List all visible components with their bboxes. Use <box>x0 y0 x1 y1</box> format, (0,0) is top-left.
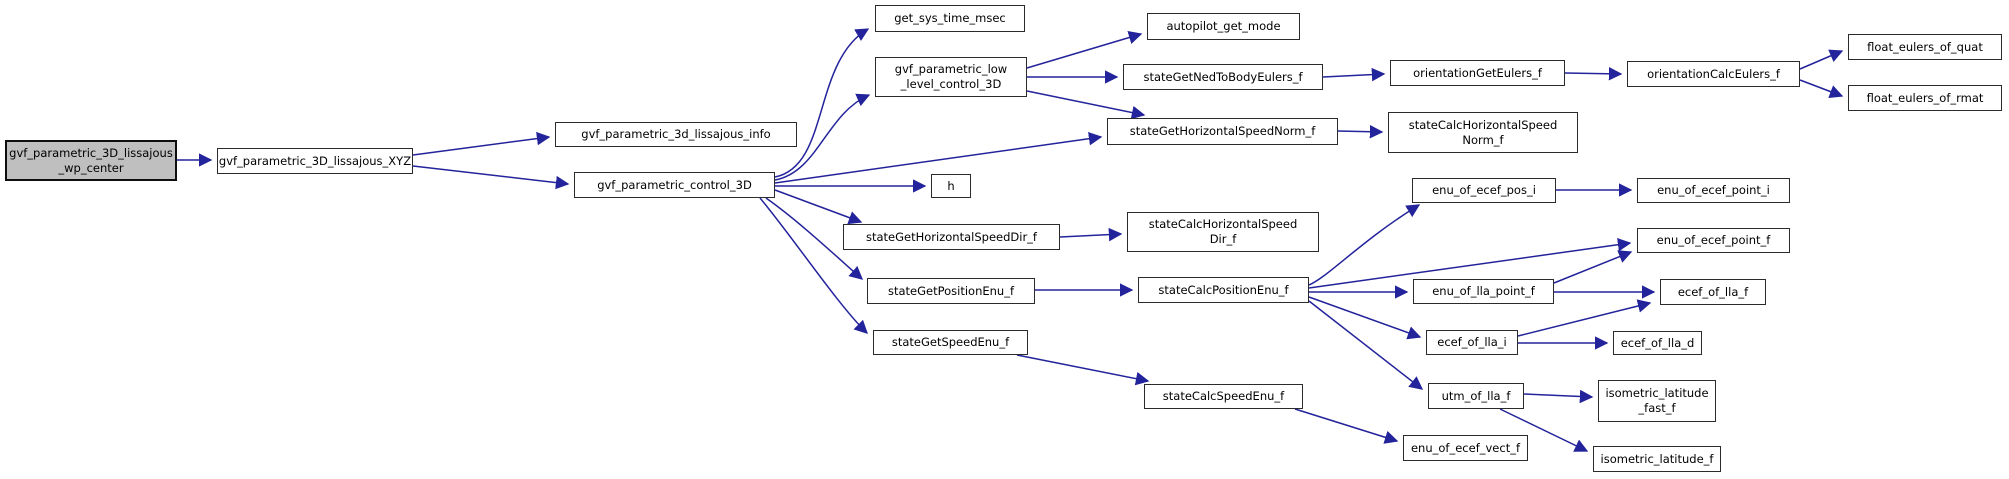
node-isometric-latitude-fast-f[interactable]: isometric_latitude _fast_f <box>1598 380 1716 422</box>
node-ecef-of-lla-d[interactable]: ecef_of_lla_d <box>1613 331 1702 355</box>
node-gvf-parametric-control-3d[interactable]: gvf_parametric_control_3D <box>574 172 775 198</box>
node-state-calc-speed-enu-f[interactable]: stateCalcSpeedEnu_f <box>1144 384 1303 409</box>
node-h[interactable]: h <box>931 174 971 198</box>
node-utm-of-lla-f[interactable]: utm_of_lla_f <box>1428 383 1524 409</box>
edge-gvf-parametric-low-level-control-3d--state-get-horizontal-speed-norm-f <box>1026 90 1146 120</box>
node-isometric-latitude-f[interactable]: isometric_latitude_f <box>1593 446 1721 472</box>
edge-gvf-parametric-control-3d--gvf-parametric-low-level-control-3d <box>774 93 871 181</box>
edge-orientation-get-eulers-f--orientation-calc-eulers-f <box>1564 67 1623 81</box>
node-enu-of-ecef-vect-f[interactable]: enu_of_ecef_vect_f <box>1403 435 1528 461</box>
edge-group <box>177 28 1844 452</box>
edge-state-calc-speed-enu-f--enu-of-ecef-vect-f <box>1294 408 1399 444</box>
edge-orientation-calc-eulers-f--float-eulers-of-rmat <box>1799 79 1844 98</box>
edge-gvf-parametric-3d-lissajous-xyz--gvf-parametric-control-3d <box>412 165 570 190</box>
node-state-get-speed-enu-f[interactable]: stateGetSpeedEnu_f <box>873 330 1028 355</box>
node-get-sys-time-msec[interactable]: get_sys_time_msec <box>875 5 1025 32</box>
edge-state-get-speed-enu-f--state-calc-speed-enu-f <box>1016 354 1150 386</box>
node-orientation-calc-eulers-f[interactable]: orientationCalcEulers_f <box>1627 61 1800 87</box>
edge-gvf-parametric-control-3d--state-get-position-enu-f <box>765 197 864 280</box>
node-gvf-parametric-low-level-control-3d[interactable]: gvf_parametric_low _level_control_3D <box>875 57 1027 97</box>
edge-ecef-of-lla-i--ecef-of-lla-f <box>1517 299 1652 337</box>
edge-enu-of-lla-point-f--enu-of-ecef-point-f <box>1553 250 1633 284</box>
edge-state-get-horizontal-speed-dir-f--state-calc-horizontal-speed-dir-f <box>1059 227 1123 242</box>
node-state-get-horizontal-speed-dir-f[interactable]: stateGetHorizontalSpeedDir_f <box>843 224 1060 250</box>
node-ecef-of-lla-f[interactable]: ecef_of_lla_f <box>1660 279 1766 305</box>
node-enu-of-ecef-point-f[interactable]: enu_of_ecef_point_f <box>1637 228 1790 253</box>
node-state-get-horizontal-speed-norm-f[interactable]: stateGetHorizontalSpeedNorm_f <box>1107 118 1338 145</box>
node-enu-of-ecef-point-i[interactable]: enu_of_ecef_point_i <box>1637 178 1790 203</box>
node-gvf-parametric-3d-lissajous-xyz[interactable]: gvf_parametric_3D_lissajous_XYZ <box>217 148 413 174</box>
edge-gvf-parametric-control-3d--state-get-horizontal-speed-norm-f <box>774 132 1103 184</box>
node-state-get-ned-to-body-eulers-f[interactable]: stateGetNedToBodyEulers_f <box>1123 64 1323 90</box>
edge-state-get-ned-to-body-eulers-f--orientation-get-eulers-f <box>1322 67 1386 82</box>
edge-state-get-horizontal-speed-norm-f--state-calc-horizontal-speed-norm-f <box>1337 124 1384 139</box>
edge-gvf-parametric-control-3d--state-get-horizontal-speed-dir-f <box>774 189 863 225</box>
node-ecef-of-lla-i[interactable]: ecef_of_lla_i <box>1426 330 1518 355</box>
edge-state-calc-position-enu-f--enu-of-ecef-point-f <box>1308 238 1632 289</box>
edge-gvf-parametric-control-3d--state-get-speed-enu-f <box>759 197 868 334</box>
node-state-calc-horizontal-speed-dir-f[interactable]: stateCalcHorizontalSpeed Dir_f <box>1127 212 1319 252</box>
node-float-eulers-of-rmat[interactable]: float_eulers_of_rmat <box>1848 85 2002 111</box>
edge-gvf-parametric-3d-lissajous-xyz--gvf-parametric-3d-lissajous-info <box>412 131 551 156</box>
node-float-eulers-of-quat[interactable]: float_eulers_of_quat <box>1848 34 2002 60</box>
node-gvf-parametric-3d-lissajous-wp-center: gvf_parametric_3D_lissajous _wp_center <box>5 140 177 181</box>
edge-state-calc-position-enu-f--utm-of-lla-f <box>1308 300 1424 390</box>
node-autopilot-get-mode[interactable]: autopilot_get_mode <box>1147 13 1300 40</box>
node-state-calc-horizontal-speed-norm-f[interactable]: stateCalcHorizontalSpeed Norm_f <box>1388 112 1578 153</box>
node-enu-of-ecef-pos-i[interactable]: enu_of_ecef_pos_i <box>1412 178 1556 203</box>
node-enu-of-lla-point-f[interactable]: enu_of_lla_point_f <box>1413 279 1554 304</box>
node-gvf-parametric-3d-lissajous-info[interactable]: gvf_parametric_3d_lissajous_info <box>555 122 797 147</box>
node-orientation-get-eulers-f[interactable]: orientationGetEulers_f <box>1390 60 1565 86</box>
edge-orientation-calc-eulers-f--float-eulers-of-quat <box>1799 49 1844 70</box>
edge-utm-of-lla-f--isometric-latitude-f <box>1499 408 1589 452</box>
node-state-calc-position-enu-f[interactable]: stateCalcPositionEnu_f <box>1138 277 1309 303</box>
edge-gvf-parametric-low-level-control-3d--autopilot-get-mode <box>1026 31 1143 69</box>
edge-utm-of-lla-f--isometric-latitude-fast-f <box>1523 389 1594 404</box>
edge-gvf-parametric-control-3d--get-sys-time-msec <box>774 28 870 178</box>
edge-state-calc-position-enu-f--ecef-of-lla-i <box>1308 296 1422 340</box>
edge-state-calc-position-enu-f--enu-of-ecef-pos-i <box>1308 204 1421 286</box>
node-state-get-position-enu-f[interactable]: stateGetPositionEnu_f <box>867 278 1035 304</box>
